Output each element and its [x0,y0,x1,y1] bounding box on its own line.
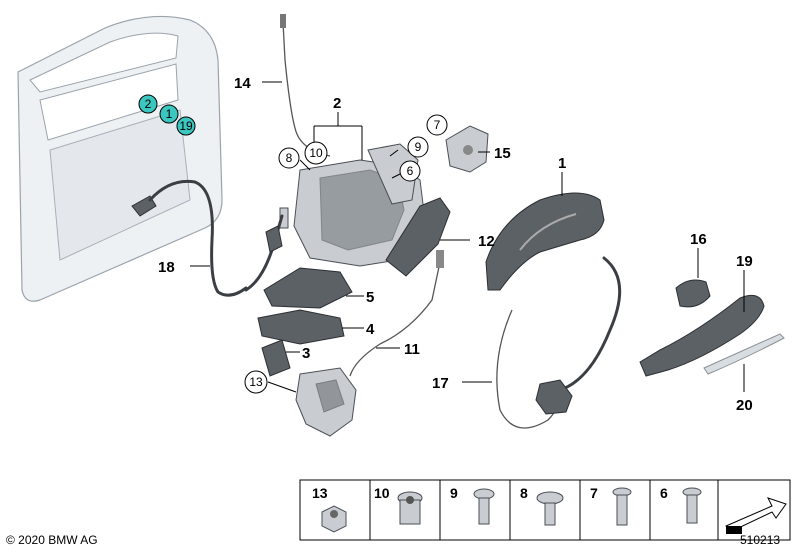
nut-13 [321,505,347,533]
callout-16: 16 [690,231,707,248]
table-cell-13: 13 [312,485,328,501]
callout-2: 2 [333,95,341,112]
callout-19: 19 [736,253,753,270]
svg-text:8: 8 [286,151,293,165]
circle-callout-7: 7 [426,114,448,136]
cover-5 [263,267,353,309]
callout-12: 12 [478,233,495,250]
door-panel [17,15,248,302]
callout-1: 1 [558,155,566,172]
table-cell-10: 10 [374,485,390,501]
circle-callout-6: 6 [399,160,421,182]
svg-text:6: 6 [407,164,414,178]
circle-callout-13: 13 [244,370,268,394]
door-marker-1: 1 [159,104,179,124]
cover-3 [261,339,291,377]
svg-text:19: 19 [179,119,193,133]
seal-12 [385,197,451,277]
screw-6 [682,487,702,524]
bowden-cable-18 [244,214,284,292]
circle-callout-8: 8 [278,147,300,169]
table-cell-7: 7 [590,485,598,501]
cover-4 [257,309,345,345]
direction-arrow-icon [725,497,787,534]
cable-11 [349,261,441,377]
actuator-13 [295,367,357,437]
screw-7 [612,487,632,526]
svg-text:1: 1 [166,107,173,121]
clip-nut-10 [397,491,423,525]
callout-18: 18 [158,259,175,276]
handle-19 [639,294,765,377]
cable-17 [558,256,622,392]
table-cell-9: 9 [450,485,458,501]
svg-text:10: 10 [309,146,323,160]
svg-text:13: 13 [249,375,263,389]
leader-lines [190,81,745,393]
callout-3: 3 [302,345,310,362]
callout-14: 14 [234,75,251,92]
door-lock-body [279,143,426,267]
callout-15: 15 [494,145,511,162]
trim-20 [703,333,785,375]
rod-14-tip [280,14,286,28]
door-marker-19: 19 [176,116,196,136]
circle-callout-9: 9 [407,136,429,158]
svg-text:2: 2 [145,97,152,111]
striker-15 [445,125,489,173]
svg-text:7: 7 [434,118,441,132]
cable-11-end [436,250,444,268]
callout-4: 4 [366,321,375,338]
svg-text:9: 9 [415,140,422,154]
rod-14 [282,21,331,157]
callout-17: 17 [432,375,449,392]
table-cell-6: 6 [660,485,668,501]
grommet-17 [535,379,573,415]
screw-9 [473,488,495,525]
fastener-table: 13 10 9 8 7 6 [299,479,791,541]
callout-11: 11 [404,341,420,358]
door-marker-2: 2 [138,94,158,114]
diagram-id: 510213 [740,533,780,547]
circle-callout-10: 10 [304,141,328,165]
cap-16 [675,279,711,308]
table-cell-8: 8 [520,485,528,501]
screw-8 [536,491,564,526]
callout-20: 20 [736,397,753,414]
handle-carrier-1 [485,192,605,291]
callout-5: 5 [366,289,374,306]
copyright-text: © 2020 BMW AG [6,533,98,547]
